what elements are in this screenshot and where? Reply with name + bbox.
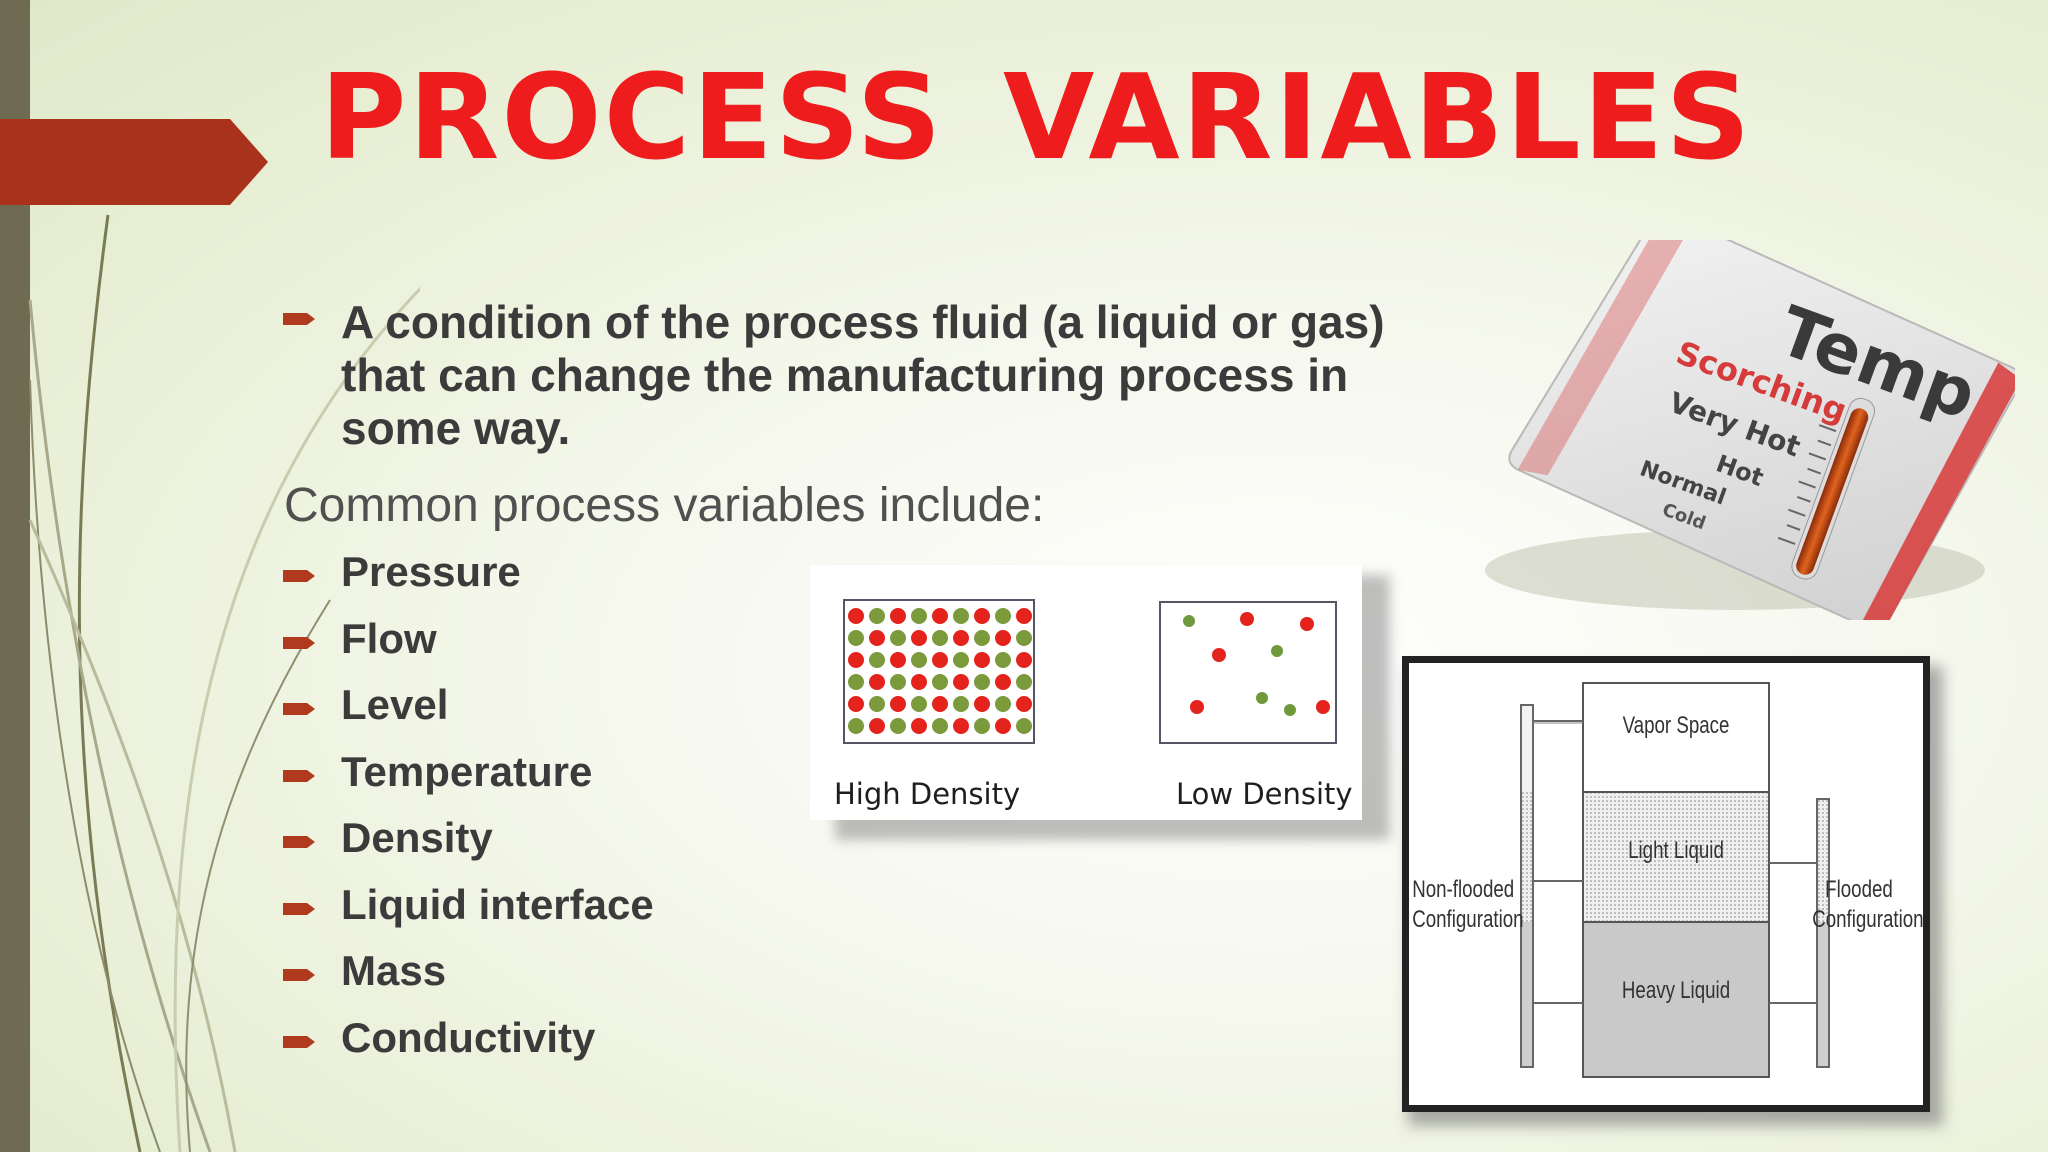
density-illustration <box>843 599 1337 744</box>
arrow-bullet-icon <box>283 836 315 848</box>
non-flooded-label-line1: Non-flooded <box>1412 876 1515 903</box>
variable-label: Mass <box>341 947 447 994</box>
high-density-label: High Density <box>834 777 1021 811</box>
intro-text: A condition of the process fluid (a liqu… <box>341 296 1385 454</box>
vapor-space-label: Vapor Space <box>1622 712 1730 739</box>
flooded-label: Flooded Configuration <box>1812 875 1924 935</box>
arrow-bullet-icon <box>283 703 315 715</box>
variable-label: Liquid interface <box>341 880 654 928</box>
variable-label: Level <box>341 681 449 728</box>
arrow-bullet-icon <box>283 902 315 915</box>
arrow-bullet-icon <box>283 769 315 782</box>
flooded-label-line1: Flooded <box>1825 876 1893 903</box>
common-variables-heading: Common process variables include: <box>284 479 1045 532</box>
variable-label: Density <box>341 814 493 861</box>
flooded-label-line2: Configuration <box>1812 906 1924 933</box>
arrow-bullet-icon <box>283 1035 315 1048</box>
decorative-lines <box>28 214 420 1152</box>
low-density-label: Low Density <box>1176 777 1353 811</box>
arrow-bullet-icon <box>283 969 315 981</box>
variable-label: Flow <box>341 614 437 662</box>
arrow-bullet-icon <box>283 570 315 582</box>
non-flooded-label-line2: Configuration <box>1412 906 1524 933</box>
light-liquid-label: Light Liquid <box>1628 837 1724 864</box>
title-arrow-shape <box>0 119 268 205</box>
level-diagram: Vapor Space Light Liquid Heavy Liquid No… <box>1402 656 1930 1112</box>
variable-label: Pressure <box>341 548 521 595</box>
density-figure: High Density Low Density <box>810 565 1362 820</box>
heavy-liquid-label: Heavy Liquid <box>1621 977 1731 1004</box>
non-flooded-label: Non-flooded Configuration <box>1412 875 1524 935</box>
temperature-gauge-illustration: Temp Scorching! Very Hot Hot Normal Cold <box>1485 240 2015 620</box>
variable-label: Temperature <box>341 747 593 795</box>
variable-label: Conductivity <box>341 1013 596 1061</box>
intro-bullet: A condition of the process fluid (a liqu… <box>283 296 1463 455</box>
level-diagram-drawing <box>1520 682 1830 1078</box>
page-title-word-2: VARIABLES <box>1003 48 1753 186</box>
arrow-bullet-icon <box>283 313 315 325</box>
page-title-word-1: PROCESS <box>320 48 944 186</box>
arrow-bullet-icon <box>283 636 315 649</box>
